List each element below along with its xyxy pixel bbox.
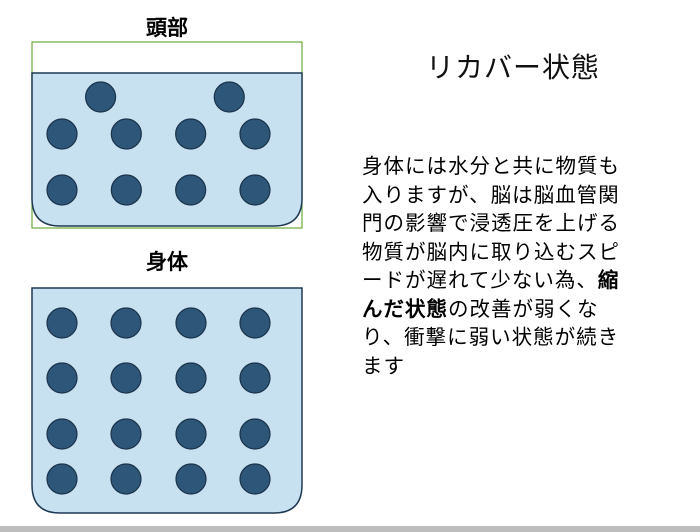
- body-particle: [239, 418, 271, 450]
- body-particle: [110, 362, 142, 394]
- head-label: 頭部: [146, 16, 188, 40]
- body-label: 身体: [146, 250, 188, 274]
- head-particle: [239, 118, 271, 150]
- head-particle: [110, 174, 142, 206]
- head-particle: [175, 174, 207, 206]
- body-particle: [110, 418, 142, 450]
- head-particle: [110, 118, 142, 150]
- body-particles: [46, 307, 271, 495]
- body-particle: [46, 418, 78, 450]
- description-bold: 縮んだ状態: [362, 268, 620, 321]
- body-particle: [175, 307, 207, 339]
- bottom-bar: [0, 526, 700, 532]
- body-particle: [175, 362, 207, 394]
- body-particle: [46, 362, 78, 394]
- body-particle: [239, 307, 271, 339]
- body-particle: [46, 307, 78, 339]
- slide-title: リカバー状態: [426, 51, 601, 84]
- description-text: 身体には水分と共に物質も入りますが、脳は脳血管関門の影響で浸透圧を上げる物質が脳…: [362, 152, 630, 380]
- head-particle: [46, 174, 78, 206]
- head-particle: [175, 118, 207, 150]
- body-particle: [46, 463, 78, 495]
- body-particle: [175, 463, 207, 495]
- head-particle: [213, 81, 245, 113]
- body-particle: [110, 463, 142, 495]
- description-before: 身体には水分と共に物質も入りますが、脳は脳血管関門の影響で浸透圧を上げる物質が脳…: [362, 154, 620, 292]
- body-particle: [239, 463, 271, 495]
- body-particle: [239, 362, 271, 394]
- head-particle: [239, 174, 271, 206]
- head-particle: [84, 81, 117, 113]
- head-particle: [46, 118, 78, 150]
- body-particle: [175, 418, 207, 450]
- head-particles: [46, 81, 271, 206]
- body-container: [31, 287, 303, 514]
- body-particle: [110, 307, 142, 339]
- description-after: の改善が弱くなり、衝撃に弱い状態が続きます: [362, 296, 620, 378]
